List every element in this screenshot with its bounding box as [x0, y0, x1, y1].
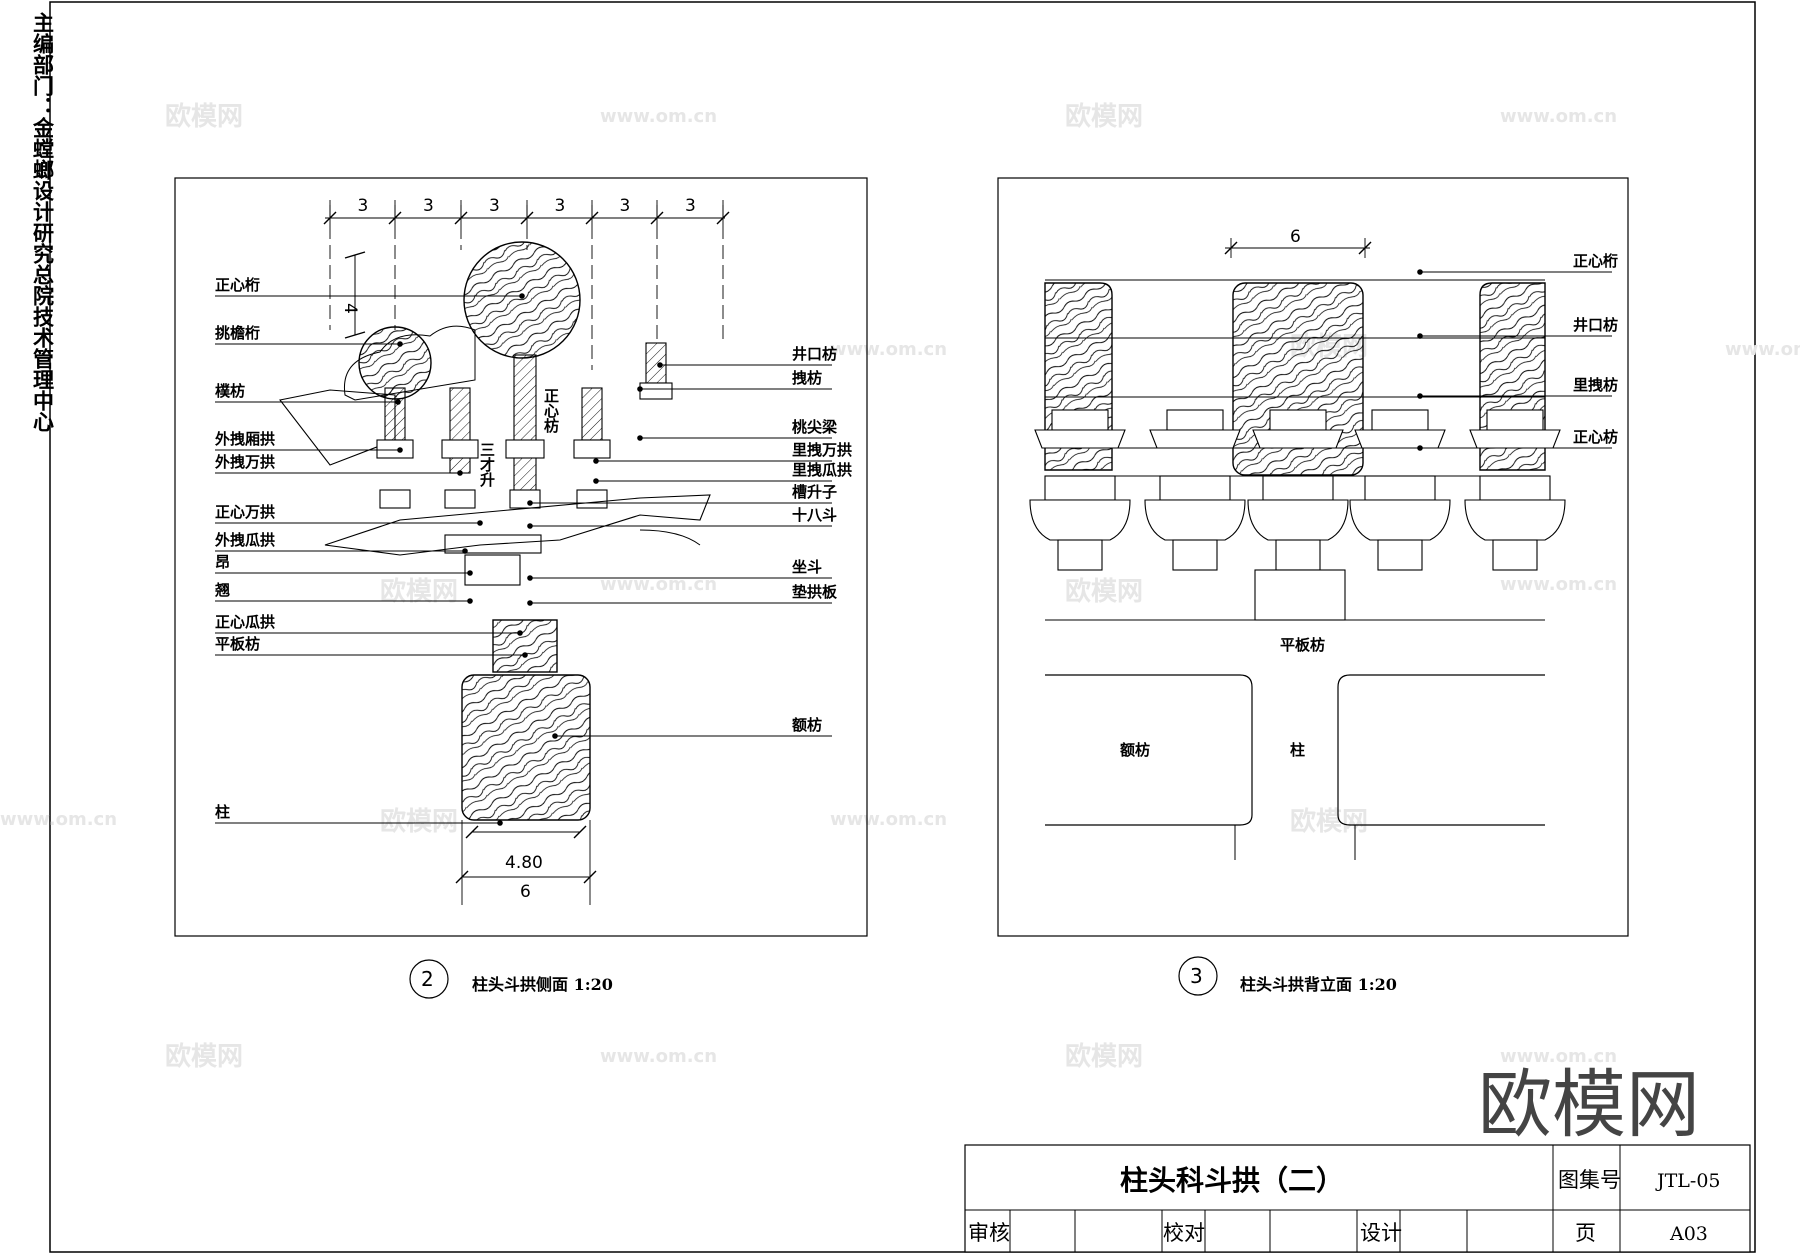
label-sancai: 三才升: [478, 442, 496, 488]
watermark-logo-6: 欧模网: [380, 806, 458, 837]
watermark-url-8: www.om.cn: [600, 1046, 717, 1067]
right-label-6: 十八斗: [792, 506, 837, 524]
back-label-3: 正心枋: [1573, 428, 1618, 446]
right-label-5: 槽升子: [792, 483, 837, 501]
left-label-0: 正心桁: [215, 276, 260, 294]
back-label-2: 里拽枋: [1573, 376, 1618, 394]
top-dimension-4: 3: [555, 196, 566, 216]
lintel-section: [461, 674, 591, 821]
check-label: 校对: [1163, 1221, 1205, 1245]
back-label-0: 正心桁: [1573, 252, 1618, 270]
watermark-url-4: www.om.cn: [600, 574, 717, 595]
watermark-logo-1: 欧模网: [1065, 101, 1143, 132]
right-label-2: 桃尖梁: [792, 418, 838, 436]
right-label-4: 里拽瓜拱: [792, 461, 852, 479]
watermark-logo-3: 欧模网: [1065, 576, 1143, 607]
view-number-circle-3: [1178, 956, 1218, 996]
watermark-url-0: www.om.cn: [600, 106, 717, 127]
cloud-ornament: [343, 325, 476, 401]
left-label-4: 外拽万拱: [214, 453, 275, 471]
watermark-url-5: www.om.cn: [1500, 574, 1617, 595]
cap-block: [492, 619, 558, 673]
top-dimension-3: 3: [489, 196, 500, 216]
back-top-dimension: 6: [1290, 227, 1301, 247]
title-block: 柱头科斗拱（二） 图集号 JTL-05 审核 校对 设计 页 A03: [964, 1144, 1751, 1253]
watermark-layer: 欧模网欧模网欧模网欧模网欧模网欧模网欧模网欧模网欧模网www.om.cnwww.…: [0, 101, 1800, 1072]
left-label-9: 正心瓜拱: [215, 613, 275, 631]
left-label-10: 平板枋: [215, 635, 260, 653]
center-purlin-block: [1232, 282, 1364, 476]
watermark-url-9: www.om.cn: [1500, 1046, 1617, 1067]
right-label-9: 额枋: [792, 716, 822, 734]
view-number-circle-2: [409, 959, 449, 999]
watermark-logo-5: 欧模网: [1065, 1041, 1143, 1072]
bracket-rows: [1029, 409, 1566, 621]
watermark-logo-0: 欧模网: [165, 101, 243, 132]
watermark-logo-4: 欧模网: [165, 1041, 243, 1072]
left-label-6: 外拽瓜拱: [214, 531, 275, 549]
left-label-1: 挑檐桁: [215, 324, 260, 342]
top-dimension-2: 3: [423, 196, 434, 216]
grid-lines: [329, 205, 724, 370]
department-note: 主编部门：金螳螂设计研究总院技术管理中心: [31, 12, 56, 432]
page-label: 页: [1575, 1221, 1596, 1245]
design-label: 设计: [1360, 1221, 1402, 1245]
top-dimension-chain: 3 3 3 3 3 3: [323, 196, 730, 225]
watermark-logo-2: 欧模网: [380, 576, 458, 607]
top-dimension-1: 3: [358, 196, 369, 216]
top-dimension-5: 3: [620, 196, 631, 216]
label-zhengxinfang-inline: 正心枋: [542, 388, 560, 434]
watermark-url-6: www.om.cn: [0, 809, 117, 830]
label-zhu: 柱: [1290, 741, 1305, 759]
right-label-3: 里拽万拱: [792, 441, 852, 459]
side-view-caption: 柱头斗拱侧面 1:20: [472, 975, 613, 994]
left-label-7: 昂: [215, 553, 230, 571]
left-label-5: 正心万拱: [215, 503, 275, 521]
watermark-url-3: www.om.cn: [1725, 339, 1800, 360]
main-purlin: [463, 241, 581, 359]
sheet-border: [49, 1, 1756, 1253]
right-label-0: 井口枋: [792, 345, 837, 363]
view-number-2: 2: [421, 967, 434, 991]
back-lintel: [1045, 674, 1253, 826]
view-number-3: 3: [1190, 964, 1203, 988]
bottom-dimension-inner: 4.80: [505, 853, 543, 873]
drawing-title: 柱头科斗拱（二）: [1120, 1164, 1344, 1197]
watermark-url-1: www.om.cn: [1500, 106, 1617, 127]
label-efang: 额枋: [1120, 741, 1150, 759]
watermark-url-2: www.om.cn: [830, 339, 947, 360]
brand-logo: 欧模网: [1478, 1062, 1700, 1148]
ang-arm: [324, 494, 711, 556]
label-pingbanfang: 平板枋: [1280, 636, 1325, 654]
right-label-8: 垫拱板: [792, 583, 838, 601]
top-dimension-6: 3: [685, 196, 696, 216]
back-elevation-frame: [997, 177, 1629, 937]
left-label-8: 翘: [214, 581, 230, 599]
set-number-value: JTL-05: [1655, 1170, 1721, 1192]
left-label-2: 樸枋: [215, 382, 245, 400]
right-label-7: 坐斗: [792, 558, 822, 576]
left-label-3: 外拽厢拱: [214, 430, 275, 448]
right-label-1: 拽枋: [792, 369, 822, 387]
left-label-11: 柱: [215, 803, 230, 821]
vertical-dimension-4: 4: [340, 303, 360, 314]
side-view-drawing: 3 3 3 3 3 3 4: [174, 177, 868, 937]
side-view-frame: [174, 177, 868, 937]
review-label: 审核: [968, 1221, 1010, 1245]
back-label-1: 井口枋: [1573, 316, 1618, 334]
page-value: A03: [1669, 1223, 1708, 1245]
watermark-logo-7: 欧模网: [1290, 806, 1368, 837]
back-elevation-caption: 柱头斗拱背立面 1:20: [1240, 975, 1397, 994]
set-number-label: 图集号: [1558, 1168, 1621, 1192]
bottom-dimension-outer: 6: [520, 882, 531, 902]
watermark-url-7: www.om.cn: [830, 809, 947, 830]
